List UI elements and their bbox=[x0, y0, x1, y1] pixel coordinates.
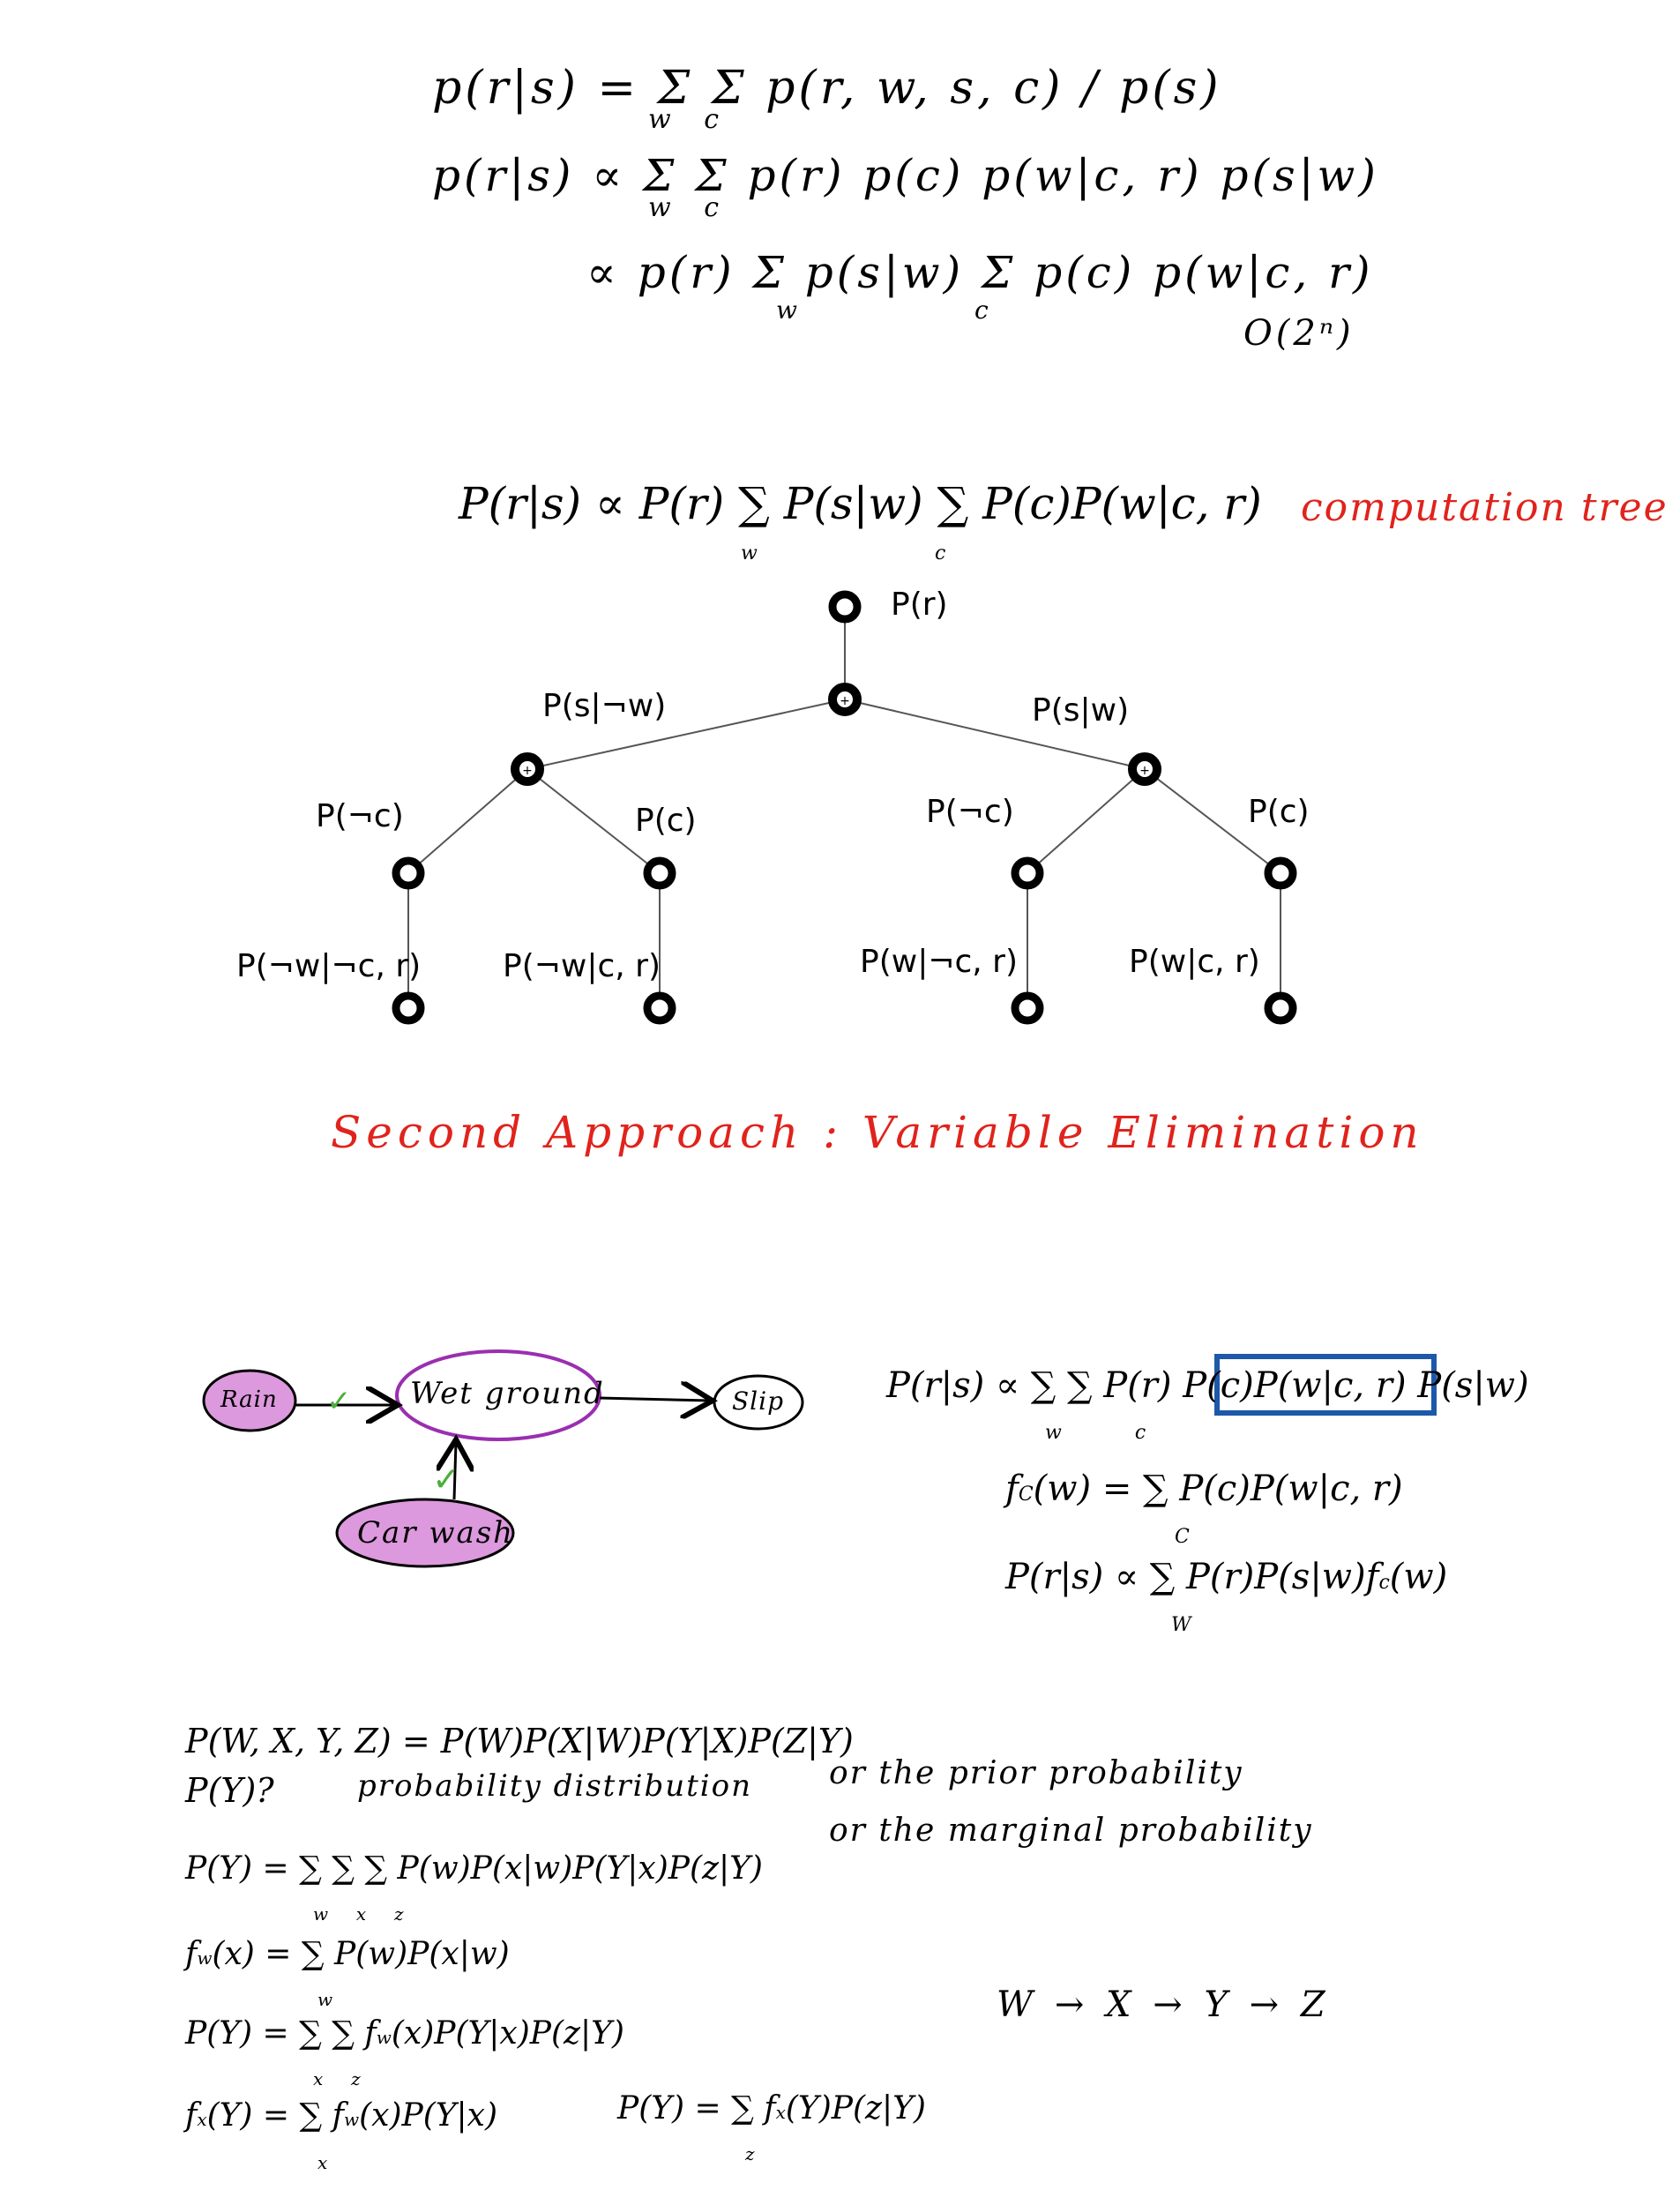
complexity-note: O(2ⁿ) bbox=[1243, 313, 1355, 354]
fx-f: f bbox=[185, 2097, 198, 2134]
car-wash-label: Car wash bbox=[357, 1515, 515, 1551]
py3-fsub: x bbox=[775, 2102, 786, 2123]
plus-node-root bbox=[828, 683, 862, 716]
elim-eq-3-tail: (w) bbox=[1389, 1557, 1448, 1597]
wet-ground-label: Wet ground bbox=[410, 1376, 605, 1411]
plus-glyph-left: + bbox=[522, 764, 533, 778]
elim-eq-2-rest: (w) = ∑ P(c)P(w|c, r) bbox=[1033, 1469, 1403, 1509]
plus-node-right bbox=[1128, 752, 1161, 786]
fx-sub: x bbox=[197, 2109, 207, 2130]
derivation-line-2-sub: w c bbox=[648, 192, 732, 223]
elim-eq-3-main: P(r|s) ∝ ∑ P(r)P(s|w)f bbox=[1005, 1557, 1379, 1597]
product-node-ll bbox=[392, 856, 425, 890]
leaf-node-rl bbox=[1011, 991, 1044, 1025]
product-node-rl bbox=[1011, 856, 1044, 890]
product-node-root bbox=[828, 590, 862, 624]
fw-definition: fw(x) = ∑ P(w)P(x|w) bbox=[185, 1936, 510, 1972]
leaf-node-rr bbox=[1264, 991, 1297, 1025]
tree-label-rl-leaf: P(w|¬c, r) bbox=[860, 944, 1019, 980]
product-node-lr bbox=[643, 856, 676, 890]
product-node-rr bbox=[1264, 856, 1297, 890]
tree-label-rr-leaf: P(w|c, r) bbox=[1129, 944, 1260, 980]
fx-tail: (x)P(Y|x) bbox=[359, 2097, 498, 2134]
derivation-line-3: ∝ p(r) Σ p(s|w) Σ p(c) p(w|c, r) bbox=[586, 247, 1374, 298]
elim-eq-3-sub: W bbox=[1171, 1614, 1191, 1636]
car-wash-node bbox=[335, 1498, 515, 1568]
plus-glyph-root: + bbox=[840, 694, 850, 708]
check-mark-2: ✓ bbox=[432, 1460, 460, 1499]
fx-fsub: w bbox=[343, 2109, 360, 2130]
py3-sub: z bbox=[745, 2143, 755, 2164]
derivation-line-1-sub: w c bbox=[648, 104, 732, 135]
fx-definition: fx(Y) = ∑ fw(x)P(Y|x) bbox=[185, 2097, 497, 2134]
note-prior-probability: or the prior probability bbox=[829, 1755, 1243, 1791]
py2-rest: (x)P(Y|x)P(z|Y) bbox=[391, 2015, 624, 2052]
tree-formula-sub-c: c bbox=[935, 542, 946, 564]
tree-label-root: P(r) bbox=[891, 587, 948, 623]
derivation-line-3-sub-c: c bbox=[974, 295, 989, 325]
leaf-node-ll bbox=[392, 991, 425, 1025]
elim-eq-3-fsub: c bbox=[1378, 1572, 1390, 1594]
py3-tail: (Y)P(z|Y) bbox=[785, 2090, 926, 2127]
py2-main: P(Y) = ∑ ∑ f bbox=[185, 2015, 377, 2052]
plus-glyph-right: + bbox=[1139, 764, 1150, 778]
tree-label-right-plus: P(s|w) bbox=[1032, 692, 1130, 729]
slip-label: Slip bbox=[732, 1387, 785, 1416]
tree-formula-sub-w: w bbox=[741, 542, 758, 564]
marginal-question: P(Y)? bbox=[185, 1771, 274, 1810]
tree-label-lr: P(c) bbox=[635, 803, 697, 839]
section-heading: Second Approach : Variable Elimination bbox=[331, 1107, 1424, 1158]
elim-eq-1: P(r|s) ∝ ∑ ∑ P(r) P(c)P(w|c, r) P(s|w) bbox=[886, 1365, 1529, 1406]
rain-node bbox=[202, 1369, 297, 1432]
tree-label-lr-leaf: P(¬w|c, r) bbox=[503, 948, 661, 984]
plus-node-left bbox=[511, 752, 544, 786]
computation-tree-annotation: computation tree bbox=[1301, 485, 1669, 530]
elim-eq-2-sum-sub: C bbox=[1175, 1526, 1190, 1548]
check-mark-1: ✓ bbox=[326, 1384, 352, 1419]
tree-label-ll: P(¬c) bbox=[316, 798, 404, 834]
note-marginal-probability: or the marginal probability bbox=[829, 1813, 1313, 1849]
note-probability-distribution: probability distribution bbox=[357, 1768, 753, 1804]
derivation-line-2: p(r|s) ∝ Σ Σ p(r) p(c) p(w|c, r) p(s|w) bbox=[432, 150, 1379, 201]
elim-eq-2-fsub: C bbox=[1018, 1484, 1034, 1506]
py3-main: P(Y) = ∑ f bbox=[617, 2090, 776, 2127]
py-full-sum-sub: w x z bbox=[313, 1903, 404, 1925]
elim-eq-1-sub: w c bbox=[1045, 1422, 1180, 1444]
highlight-box bbox=[1214, 1354, 1437, 1416]
rain-label: Rain bbox=[220, 1387, 278, 1413]
fw-f: f bbox=[185, 1936, 198, 1972]
elim-eq-2: fC(w) = ∑ P(c)P(w|c, r) bbox=[1005, 1469, 1403, 1509]
leaf-node-lr bbox=[643, 991, 676, 1025]
elim-eq-2-f: f bbox=[1005, 1469, 1019, 1509]
fw-sum-sub: w bbox=[317, 1989, 333, 2010]
derivation-line-1: p(r|s) = Σ Σ p(r, w, s, c) / p(s) bbox=[432, 62, 1222, 115]
fx-rest: (Y) = ∑ f bbox=[206, 2097, 344, 2134]
fw-sub: w bbox=[197, 1947, 213, 1969]
tree-label-rr: P(c) bbox=[1248, 794, 1310, 830]
fw-rest: (x) = ∑ P(w)P(x|w) bbox=[212, 1936, 510, 1972]
tree-label-rl: P(¬c) bbox=[926, 794, 1014, 830]
tree-label-left-plus: P(s|¬w) bbox=[542, 688, 667, 724]
tree-formula: P(r|s) ∝ P(r) ∑ P(s|w) ∑ P(c)P(w|c, r) bbox=[459, 478, 1262, 529]
py2-fsub: w bbox=[376, 2027, 392, 2048]
tree-label-ll-leaf: P(¬w|¬c, r) bbox=[236, 948, 422, 984]
fx-sum-sub: x bbox=[317, 2152, 328, 2173]
py-third: P(Y) = ∑ fx(Y)P(z|Y) bbox=[617, 2090, 926, 2127]
py-full-sum: P(Y) = ∑ ∑ ∑ P(w)P(x|w)P(Y|x)P(z|Y) bbox=[185, 1850, 763, 1887]
joint-distribution: P(W, X, Y, Z) = P(W)P(X|W)P(Y|X)P(Z|Y) bbox=[185, 1722, 854, 1760]
elim-eq-3: P(r|s) ∝ ∑ P(r)P(s|w)fc(w) bbox=[1005, 1557, 1447, 1597]
derivation-line-3-sub-w: w bbox=[776, 295, 797, 325]
py-second: P(Y) = ∑ ∑ fw(x)P(Y|x)P(z|Y) bbox=[185, 2015, 624, 2052]
py2-sub: x z bbox=[313, 2068, 361, 2089]
variable-order: W → X → Y → Z bbox=[997, 1984, 1331, 2025]
